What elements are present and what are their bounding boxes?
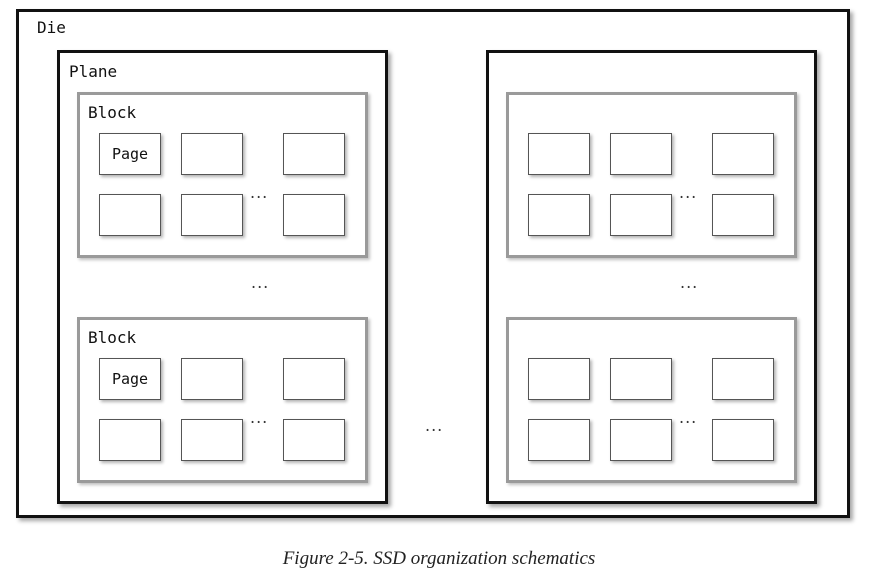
page-box	[283, 133, 345, 175]
page-label: Page	[111, 370, 149, 388]
page-box	[528, 133, 590, 175]
block-left-top: Block Page ...	[77, 92, 368, 258]
page-box	[712, 358, 774, 400]
block-label: Block	[88, 103, 137, 122]
block-left-bottom: Block Page ...	[77, 317, 368, 483]
page-box	[610, 358, 672, 400]
page-box	[99, 419, 161, 461]
die-label: Die	[37, 18, 66, 37]
blocks-ellipsis: ...	[251, 273, 270, 292]
page-box	[528, 358, 590, 400]
page-box	[181, 133, 243, 175]
page-box	[712, 133, 774, 175]
block-label: Block	[88, 328, 137, 347]
page-box	[712, 194, 774, 236]
page-box	[283, 194, 345, 236]
page-box	[283, 419, 345, 461]
page-box	[283, 358, 345, 400]
pages-ellipsis: ...	[679, 408, 698, 427]
page-box	[610, 419, 672, 461]
page-box	[528, 194, 590, 236]
plane-label: Plane	[69, 62, 118, 81]
page-box	[181, 419, 243, 461]
page-box: Page	[99, 358, 161, 400]
die-box: Die Plane Block Page ... ... Block Page …	[16, 9, 850, 518]
pages-ellipsis: ...	[679, 183, 698, 202]
page-box	[610, 194, 672, 236]
page-label: Page	[111, 145, 149, 163]
page-box	[181, 194, 243, 236]
pages-ellipsis: ...	[250, 183, 269, 202]
figure-caption: Figure 2-5. SSD organization schematics	[282, 548, 596, 569]
blocks-ellipsis: ...	[680, 273, 699, 292]
page-box: Page	[99, 133, 161, 175]
planes-ellipsis: ...	[425, 416, 444, 435]
page-box	[528, 419, 590, 461]
plane-right: ... ... ...	[486, 50, 817, 504]
page-box	[712, 419, 774, 461]
block-right-top: ...	[506, 92, 797, 258]
plane-left: Plane Block Page ... ... Block Page ...	[57, 50, 388, 504]
block-right-bottom: ...	[506, 317, 797, 483]
page-box	[99, 194, 161, 236]
pages-ellipsis: ...	[250, 408, 269, 427]
page-box	[610, 133, 672, 175]
page-box	[181, 358, 243, 400]
